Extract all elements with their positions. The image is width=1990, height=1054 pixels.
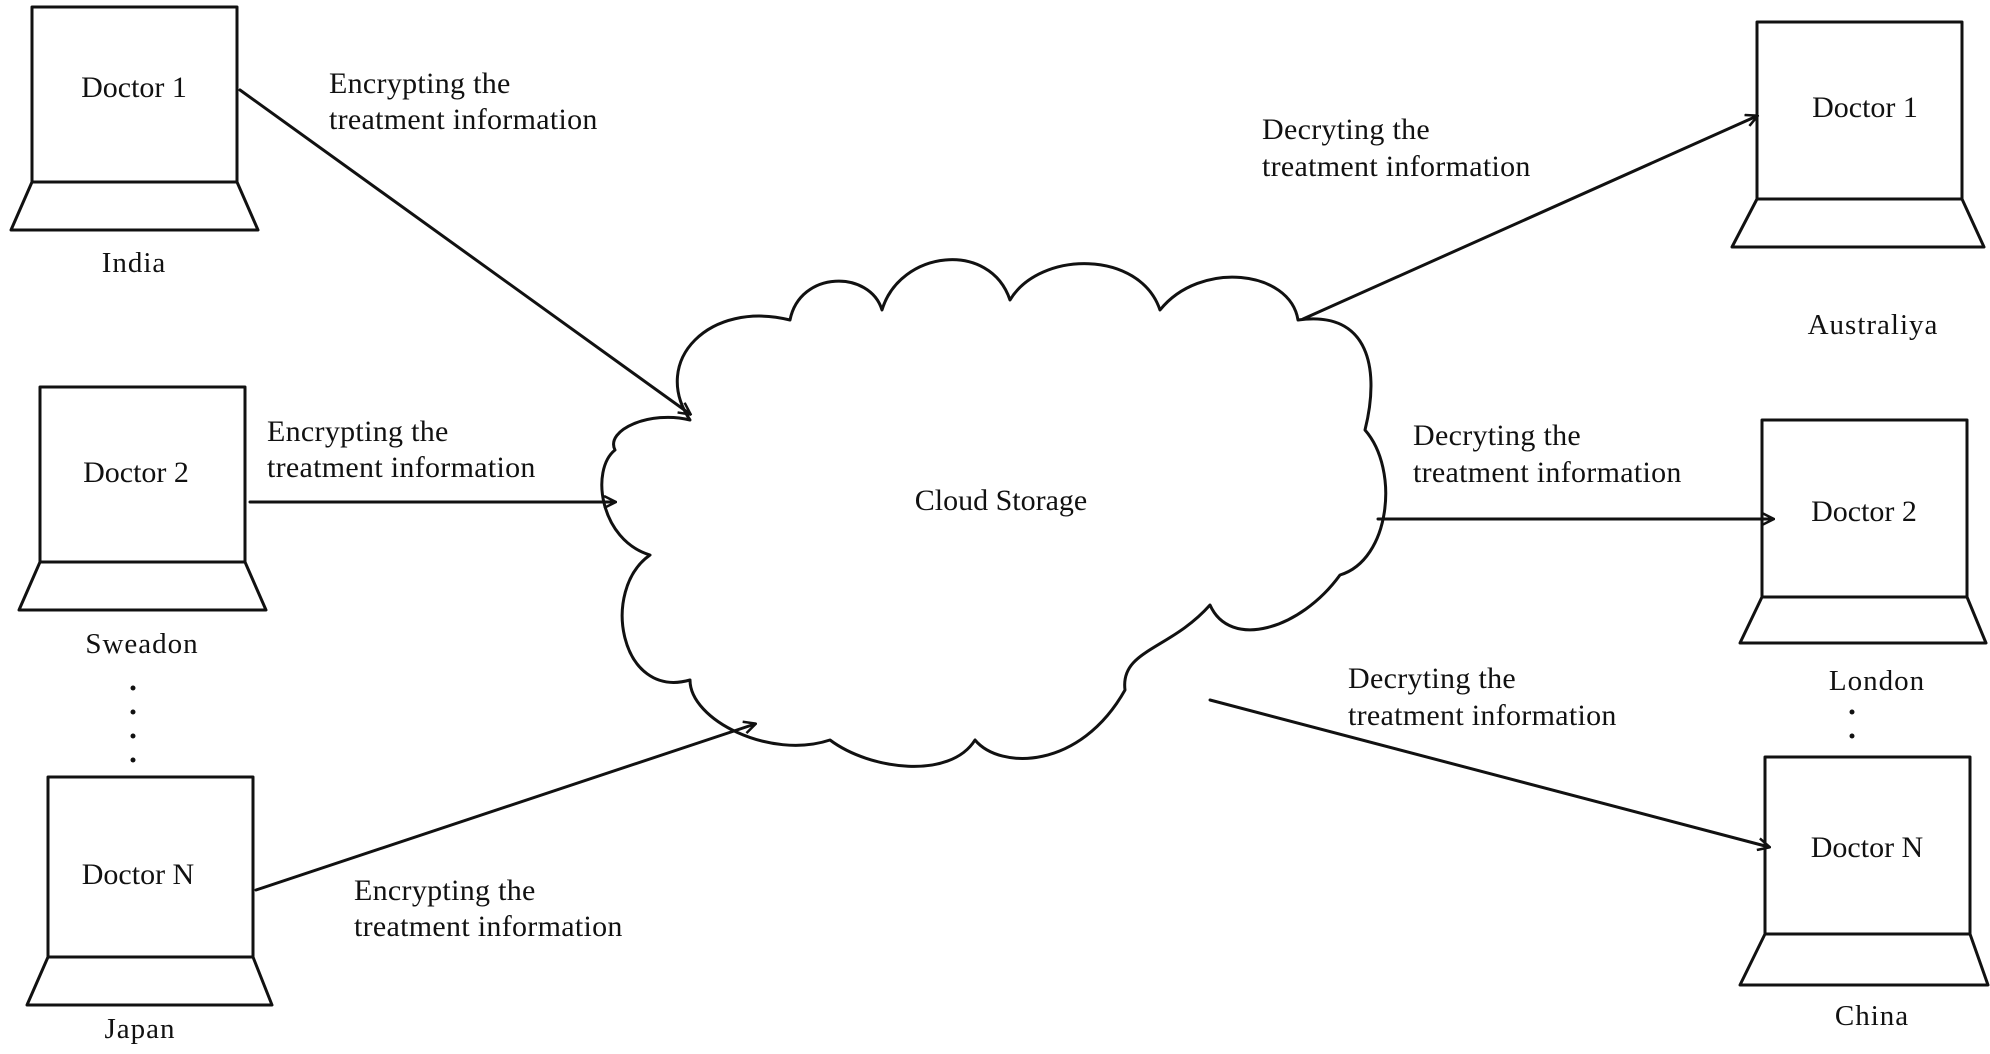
arrow-japan-to-cloud [254,724,755,892]
laptop-keyboard [1738,932,1990,987]
edge-label-china: Decryting the treatment information [1348,662,1617,732]
arrow-cloud-to-china [1208,698,1769,847]
location-label: Australiya [1808,309,1939,341]
edge-label-line2: treatment information [267,451,536,484]
laptop-label: Doctor 1 [81,71,187,104]
location-label: India [102,247,167,279]
edge-label-australiya: Decryting the treatment information [1262,113,1531,183]
edge-label-line1: Encrypting the [267,415,449,448]
sender-laptop-india: Doctor 1 India [9,5,260,279]
edge-label-line1: Decryting the [1413,419,1581,452]
laptop-keyboard [25,955,274,1007]
receiver-laptop-london: Doctor 2 London [1738,418,1988,697]
laptop-keyboard [9,180,260,232]
laptop-label: Doctor 2 [83,456,189,489]
edge-label-line2: treatment information [1262,150,1531,183]
location-label: London [1829,665,1925,697]
arrow-india-to-cloud [238,88,690,414]
edge-label-line2: treatment information [1348,699,1617,732]
edge-label-india: Encrypting the treatment information [329,67,598,136]
laptop-keyboard [17,560,268,612]
edge-label-line2: treatment information [1413,456,1682,489]
edge-label-line2: treatment information [354,910,623,943]
edge-label-line1: Decryting the [1348,662,1516,695]
laptop-keyboard [1730,197,1986,249]
sender-laptop-japan: Doctor N Japan [25,775,274,1045]
edge-label-sweadon: Encrypting the treatment information [267,415,536,484]
edge-label-line1: Encrypting the [329,67,511,100]
laptop-label: Doctor N [82,858,194,891]
laptop-label: Doctor 1 [1812,91,1918,124]
laptop-label: Doctor N [1811,831,1923,864]
location-label: Japan [104,1013,175,1045]
cloud-shape [600,258,1388,768]
sender-laptop-sweadon: Doctor 2 Sweadon [17,385,268,660]
edge-label-line1: Decryting the [1262,113,1430,146]
arrow-cloud-to-australiya [1301,116,1757,321]
edge-label-line1: Encrypting the [354,874,536,907]
edge-label-line2: treatment information [329,103,598,136]
location-label: Sweadon [85,628,198,660]
edge-label-japan: Encrypting the treatment information [354,874,623,943]
cloud-storage-node: Cloud Storage [600,258,1388,768]
ellipsis-left [130,685,136,763]
receiver-laptop-china: Doctor N China [1738,755,1990,1032]
location-label: China [1835,1000,1909,1032]
edge-label-london: Decryting the treatment information [1413,419,1682,489]
ellipsis-right [1849,709,1855,739]
cloud-storage-label: Cloud Storage [915,484,1088,517]
laptop-label: Doctor 2 [1811,495,1917,528]
laptop-keyboard [1738,595,1988,645]
receiver-laptop-australiya: Doctor 1 Australiya [1730,20,1986,341]
